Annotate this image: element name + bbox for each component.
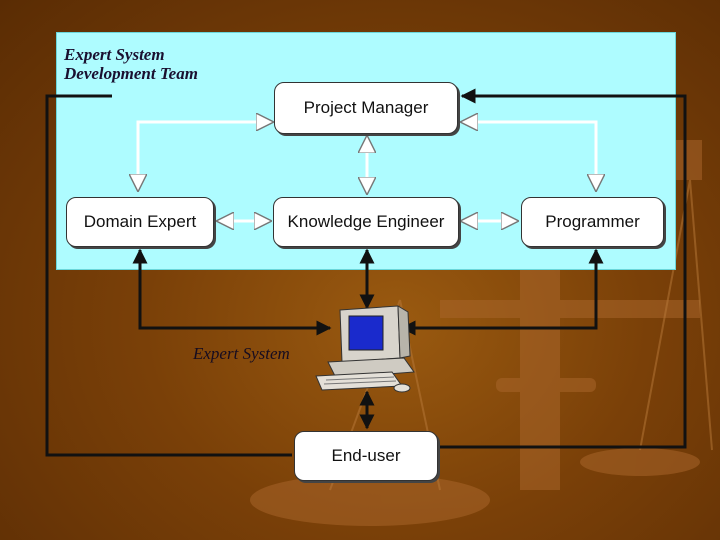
arrow-enduser-pm	[440, 88, 687, 449]
team-title-line2: Development Team	[64, 64, 198, 83]
knowledge-engineer-node: Knowledge Engineer	[273, 197, 459, 247]
arrow-domain-es	[132, 248, 332, 336]
team-title: Expert System Development Team	[64, 45, 198, 83]
expert-system-label: Expert System	[193, 344, 290, 363]
project-manager-node: Project Manager	[274, 82, 458, 134]
programmer-node: Programmer	[521, 197, 664, 247]
domain-expert-node: Domain Expert	[66, 197, 214, 247]
arrow-pm-programmer	[462, 122, 596, 190]
computer-icon	[315, 305, 415, 393]
arrow-programmer-es	[400, 248, 604, 336]
end-user-node: End-user	[294, 431, 438, 481]
team-title-line1: Expert System	[64, 45, 165, 64]
arrow-pm-domain	[138, 122, 272, 190]
arrow-enduser-left	[45, 94, 292, 457]
